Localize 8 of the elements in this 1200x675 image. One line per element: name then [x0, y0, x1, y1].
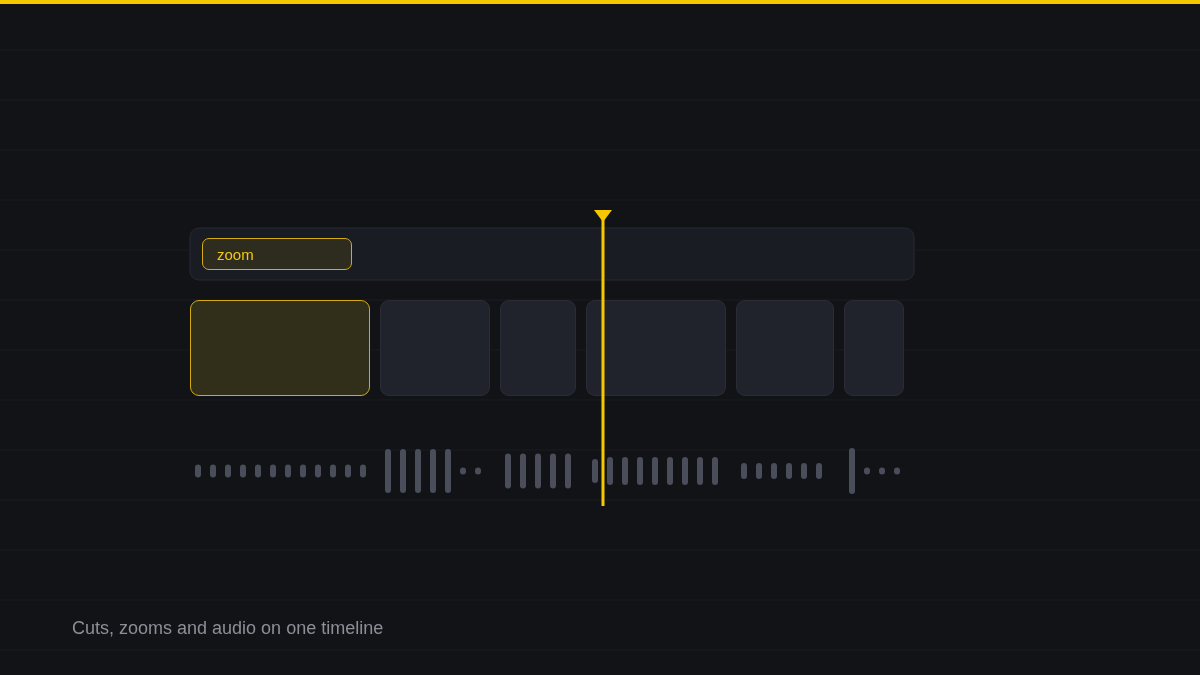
video-clip: [736, 300, 834, 396]
video-clip: [380, 300, 490, 396]
video-clip: [190, 300, 370, 396]
video-clip: [844, 300, 904, 396]
zoom-segment: zoom: [202, 238, 352, 270]
video-clip: [586, 300, 726, 396]
video-clip: [500, 300, 576, 396]
caption: Cuts, zooms and audio on one timeline: [72, 618, 384, 639]
